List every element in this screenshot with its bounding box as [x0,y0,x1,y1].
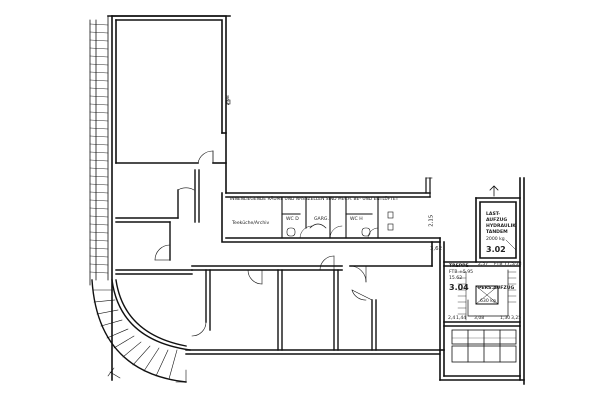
left-room-walls [115,169,200,275]
facade-grid-tick [89,231,109,234]
lift-capacity: 2000 kg [486,237,505,242]
facade-grid-tick [89,23,109,26]
wc-partitions [281,196,379,239]
stair-label: TREPPE [449,264,469,269]
dimension-label: 1,30 [500,316,511,321]
facade-grid-tick [89,47,109,50]
ventilation-note: INNENLIEGENDE RÄUME UND NASSZELLEN SIND … [230,197,399,202]
facade-grid-tick [89,63,109,66]
stair-run [467,269,509,317]
facade-grid-tick [89,223,109,226]
dimension-label: 3,62 [430,246,443,252]
facade-grid-tick [89,151,109,154]
facade-grid-tick [89,215,109,218]
facade-grid-tick [89,111,109,114]
glazing-strip [451,329,517,363]
dimension-label: 3,25 [511,316,522,321]
facade-grid-tick [89,199,109,202]
facade-grid-tick [89,239,109,242]
lower-office-walls [185,269,441,355]
facade-grid-tick [89,175,109,178]
facade-grid-tick [89,255,109,258]
lift-label-1: LAST- [486,212,501,217]
room-label-teekueche: Teeküche/Archiv [232,221,270,226]
dimension-label: FTB 77,5/38 [494,262,522,267]
wc-fixture-d [286,227,296,237]
dimension-label: 2,15 [428,214,435,227]
facade-grid-tick [89,95,109,98]
room-label-wc-h: WC H [350,217,363,222]
facade-grid-tick [89,167,109,170]
passenger-lift-capacity: 630 kg [480,299,496,304]
facade-grid-tick [89,71,109,74]
corridor-door-swing [247,269,263,285]
lift-label-2: AUFZUG [486,218,508,223]
column-marker [226,99,231,105]
lift-label-3: HYDRAULIK [486,224,516,229]
facade-grid-tick [89,119,109,122]
facade-grid-tick [89,207,109,210]
direction-arrow [489,185,499,197]
facade-grid-tick [89,159,109,162]
facade-grid-tick [89,271,109,274]
dimension-label: 3,08 [474,316,485,321]
stair-number: 3.04 [449,283,469,292]
dimension-label: 2,57 [478,262,489,267]
stair-run-treads [457,271,517,315]
facade-grid-tick [89,127,109,130]
dimension-label: 2,08 [225,95,231,106]
facade-grid-tick [89,135,109,138]
facade-grid-tick [89,247,109,250]
lift-label-4: TANDEM [486,230,508,235]
facade-grid-tick [89,31,109,34]
facade-grid-tick [89,39,109,42]
passenger-lift-label: PERS.AUFZUG [478,286,515,291]
facade-grid-tick [89,79,109,82]
shaft-marker [387,211,394,219]
facade-grid-tick [89,183,109,186]
hall-door-swing [197,150,214,164]
upper-hall-walls [107,15,231,381]
facade-grid-tick [89,143,109,146]
wc-fixture-h [361,227,371,237]
dimension-label: 2,4 [448,316,456,321]
facade-grid-tick [89,55,109,58]
curved-facade [91,279,191,383]
facade-grid-ticks [89,23,109,274]
facade-grid-tick [89,263,109,266]
stair-treads [92,289,187,383]
passenger-lift-box [475,285,499,305]
stair-area: 15.62 [449,276,463,281]
room-label-garg: GARG. [314,217,329,222]
corridor-walls [191,192,441,271]
facade-grid-tick [89,103,109,106]
facade-grid-tick [89,191,109,194]
lift-number: 3.02 [486,245,506,254]
dimension-label: 1,44 [456,316,467,321]
core-walls [439,177,525,385]
facade-grid-tick [89,87,109,90]
stair-ftb: FTB +5.95 [449,270,474,275]
room-label-wc-d: WC D [286,217,299,222]
